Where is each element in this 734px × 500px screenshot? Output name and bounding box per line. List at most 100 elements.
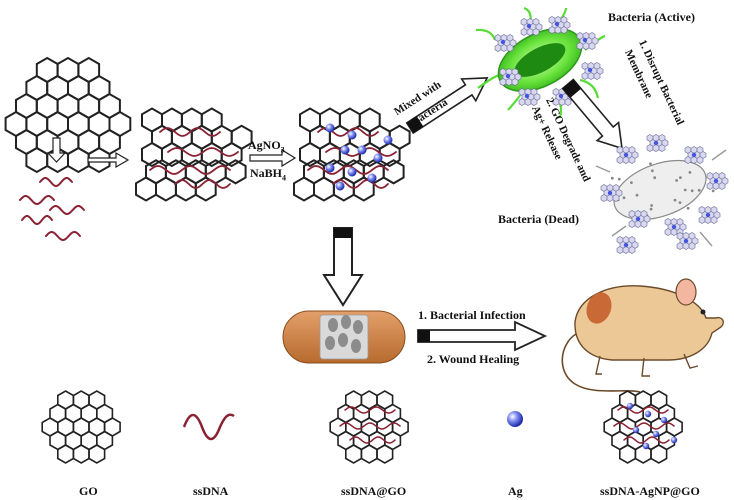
ssdna-strands — [19, 177, 85, 242]
mini-hexagon — [612, 194, 620, 202]
silver-nanoparticle — [340, 145, 350, 155]
mini-hexagon — [505, 78, 513, 86]
debris-dot — [630, 181, 633, 185]
flagellum — [475, 28, 497, 41]
mini-hexagon — [532, 28, 540, 36]
mini-hexagon — [622, 156, 630, 164]
debris-dot — [673, 198, 677, 202]
silver-nanoparticle — [524, 93, 530, 99]
dna-strand — [174, 179, 231, 189]
debris-dot — [683, 188, 687, 192]
hexagon-cell — [360, 444, 378, 464]
hexagon-cell — [378, 141, 401, 168]
dna-strand — [613, 422, 675, 430]
mini-hexagon — [576, 42, 584, 50]
debris-dot — [650, 204, 653, 207]
mini-hexagon — [616, 156, 624, 164]
silver-nanoparticle — [582, 37, 588, 43]
debris-dot — [688, 171, 692, 174]
silver-nanoparticle — [347, 167, 357, 177]
mini-hexagon — [616, 246, 624, 254]
mini-hexagon — [582, 42, 590, 50]
hexagon-cell — [57, 444, 75, 464]
dna-strand — [307, 165, 389, 175]
mini-hexagon — [554, 26, 562, 34]
hexagon-cell — [293, 176, 315, 202]
debris-dot — [649, 162, 652, 166]
legend-label-ssdna-agnp-go: ssDNA-AgNP@GO — [600, 484, 700, 498]
mini-hexagon — [560, 26, 568, 34]
silver-nanoparticle — [644, 410, 652, 418]
ssdna-agnp-go-sheet — [293, 107, 411, 202]
silver-nanoparticle — [347, 130, 357, 140]
reagent-agno3: AgNO3 — [248, 138, 285, 155]
flagellum — [579, 78, 600, 99]
silver-nanoparticle — [373, 153, 383, 163]
hexagon-cell — [67, 146, 90, 174]
debris-dot — [617, 177, 621, 181]
silver-nanoparticle — [554, 21, 560, 27]
dna-strand — [344, 406, 396, 414]
dna-strand — [19, 195, 55, 206]
debris-dot — [622, 196, 626, 200]
silver-nanoparticle — [325, 163, 335, 173]
legend-go-icon — [41, 390, 121, 464]
debris-dot — [651, 169, 654, 173]
silver-nanoparticle — [642, 442, 650, 450]
mini-hexagon — [676, 242, 684, 250]
hexagon-cell — [382, 159, 405, 185]
debris-dot — [675, 179, 678, 182]
arrow-to-ssdna-go — [87, 151, 130, 169]
mini-hexagon — [587, 72, 595, 80]
mini-hexagon — [588, 42, 596, 50]
dna-strand — [339, 422, 401, 430]
hexagon-cell — [155, 176, 177, 202]
dna-strand — [349, 436, 396, 444]
legend-label-ssdna: ssDNA — [193, 484, 229, 498]
silver-nanoparticle — [526, 23, 532, 29]
dna-strand — [617, 406, 669, 414]
silver-nanoparticle — [325, 123, 335, 133]
membrane-fragment — [699, 231, 713, 247]
hexagon-cell — [88, 444, 106, 464]
legend-ssdna-icon — [182, 413, 235, 441]
go-sheet-large — [4, 56, 132, 174]
mini-hexagon — [530, 98, 538, 106]
hexagon-cell — [313, 176, 335, 202]
mini-hexagon — [628, 220, 636, 228]
arrow-mixed-with-bacteria — [405, 77, 489, 135]
hexagon-cell — [619, 444, 637, 464]
silver-nanoparticle — [587, 67, 593, 73]
debris-dot — [690, 189, 694, 193]
legend-ssdna-go-icon — [329, 390, 409, 464]
mini-hexagon — [606, 194, 614, 202]
reagent-nabh4: NaBH4 — [250, 166, 287, 183]
silver-nanoparticle — [626, 402, 634, 410]
mini-hexagon — [712, 182, 720, 190]
dna-strand — [159, 127, 221, 137]
debris-dot — [679, 176, 682, 180]
mini-hexagon — [640, 220, 648, 228]
hexagon-cell — [650, 444, 668, 464]
mini-hexagon — [524, 98, 532, 106]
silver-nanoparticle — [558, 93, 564, 99]
mini-hexagon — [718, 182, 726, 190]
dna-strand — [149, 165, 231, 175]
legend-ag-icon — [507, 411, 523, 427]
hexagon-cell — [25, 146, 49, 174]
label-wound-healing: 2. Wound Healing — [427, 352, 520, 366]
silver-nanoparticle — [653, 140, 659, 146]
dna-strand — [39, 177, 73, 188]
hexagon-cell — [345, 444, 363, 464]
mini-hexagon — [698, 216, 706, 224]
membrane-fragment — [711, 149, 727, 161]
mouse — [561, 278, 724, 393]
silver-nanoparticle — [670, 436, 678, 444]
hexagon-cell — [135, 176, 157, 202]
silver-nanoparticle — [500, 39, 506, 45]
legend-label-ag: Ag — [508, 484, 523, 498]
silver-nanoparticle — [383, 135, 393, 145]
bandage — [282, 310, 406, 364]
membrane-fragment — [611, 225, 627, 237]
hexagon-cell — [87, 146, 111, 174]
